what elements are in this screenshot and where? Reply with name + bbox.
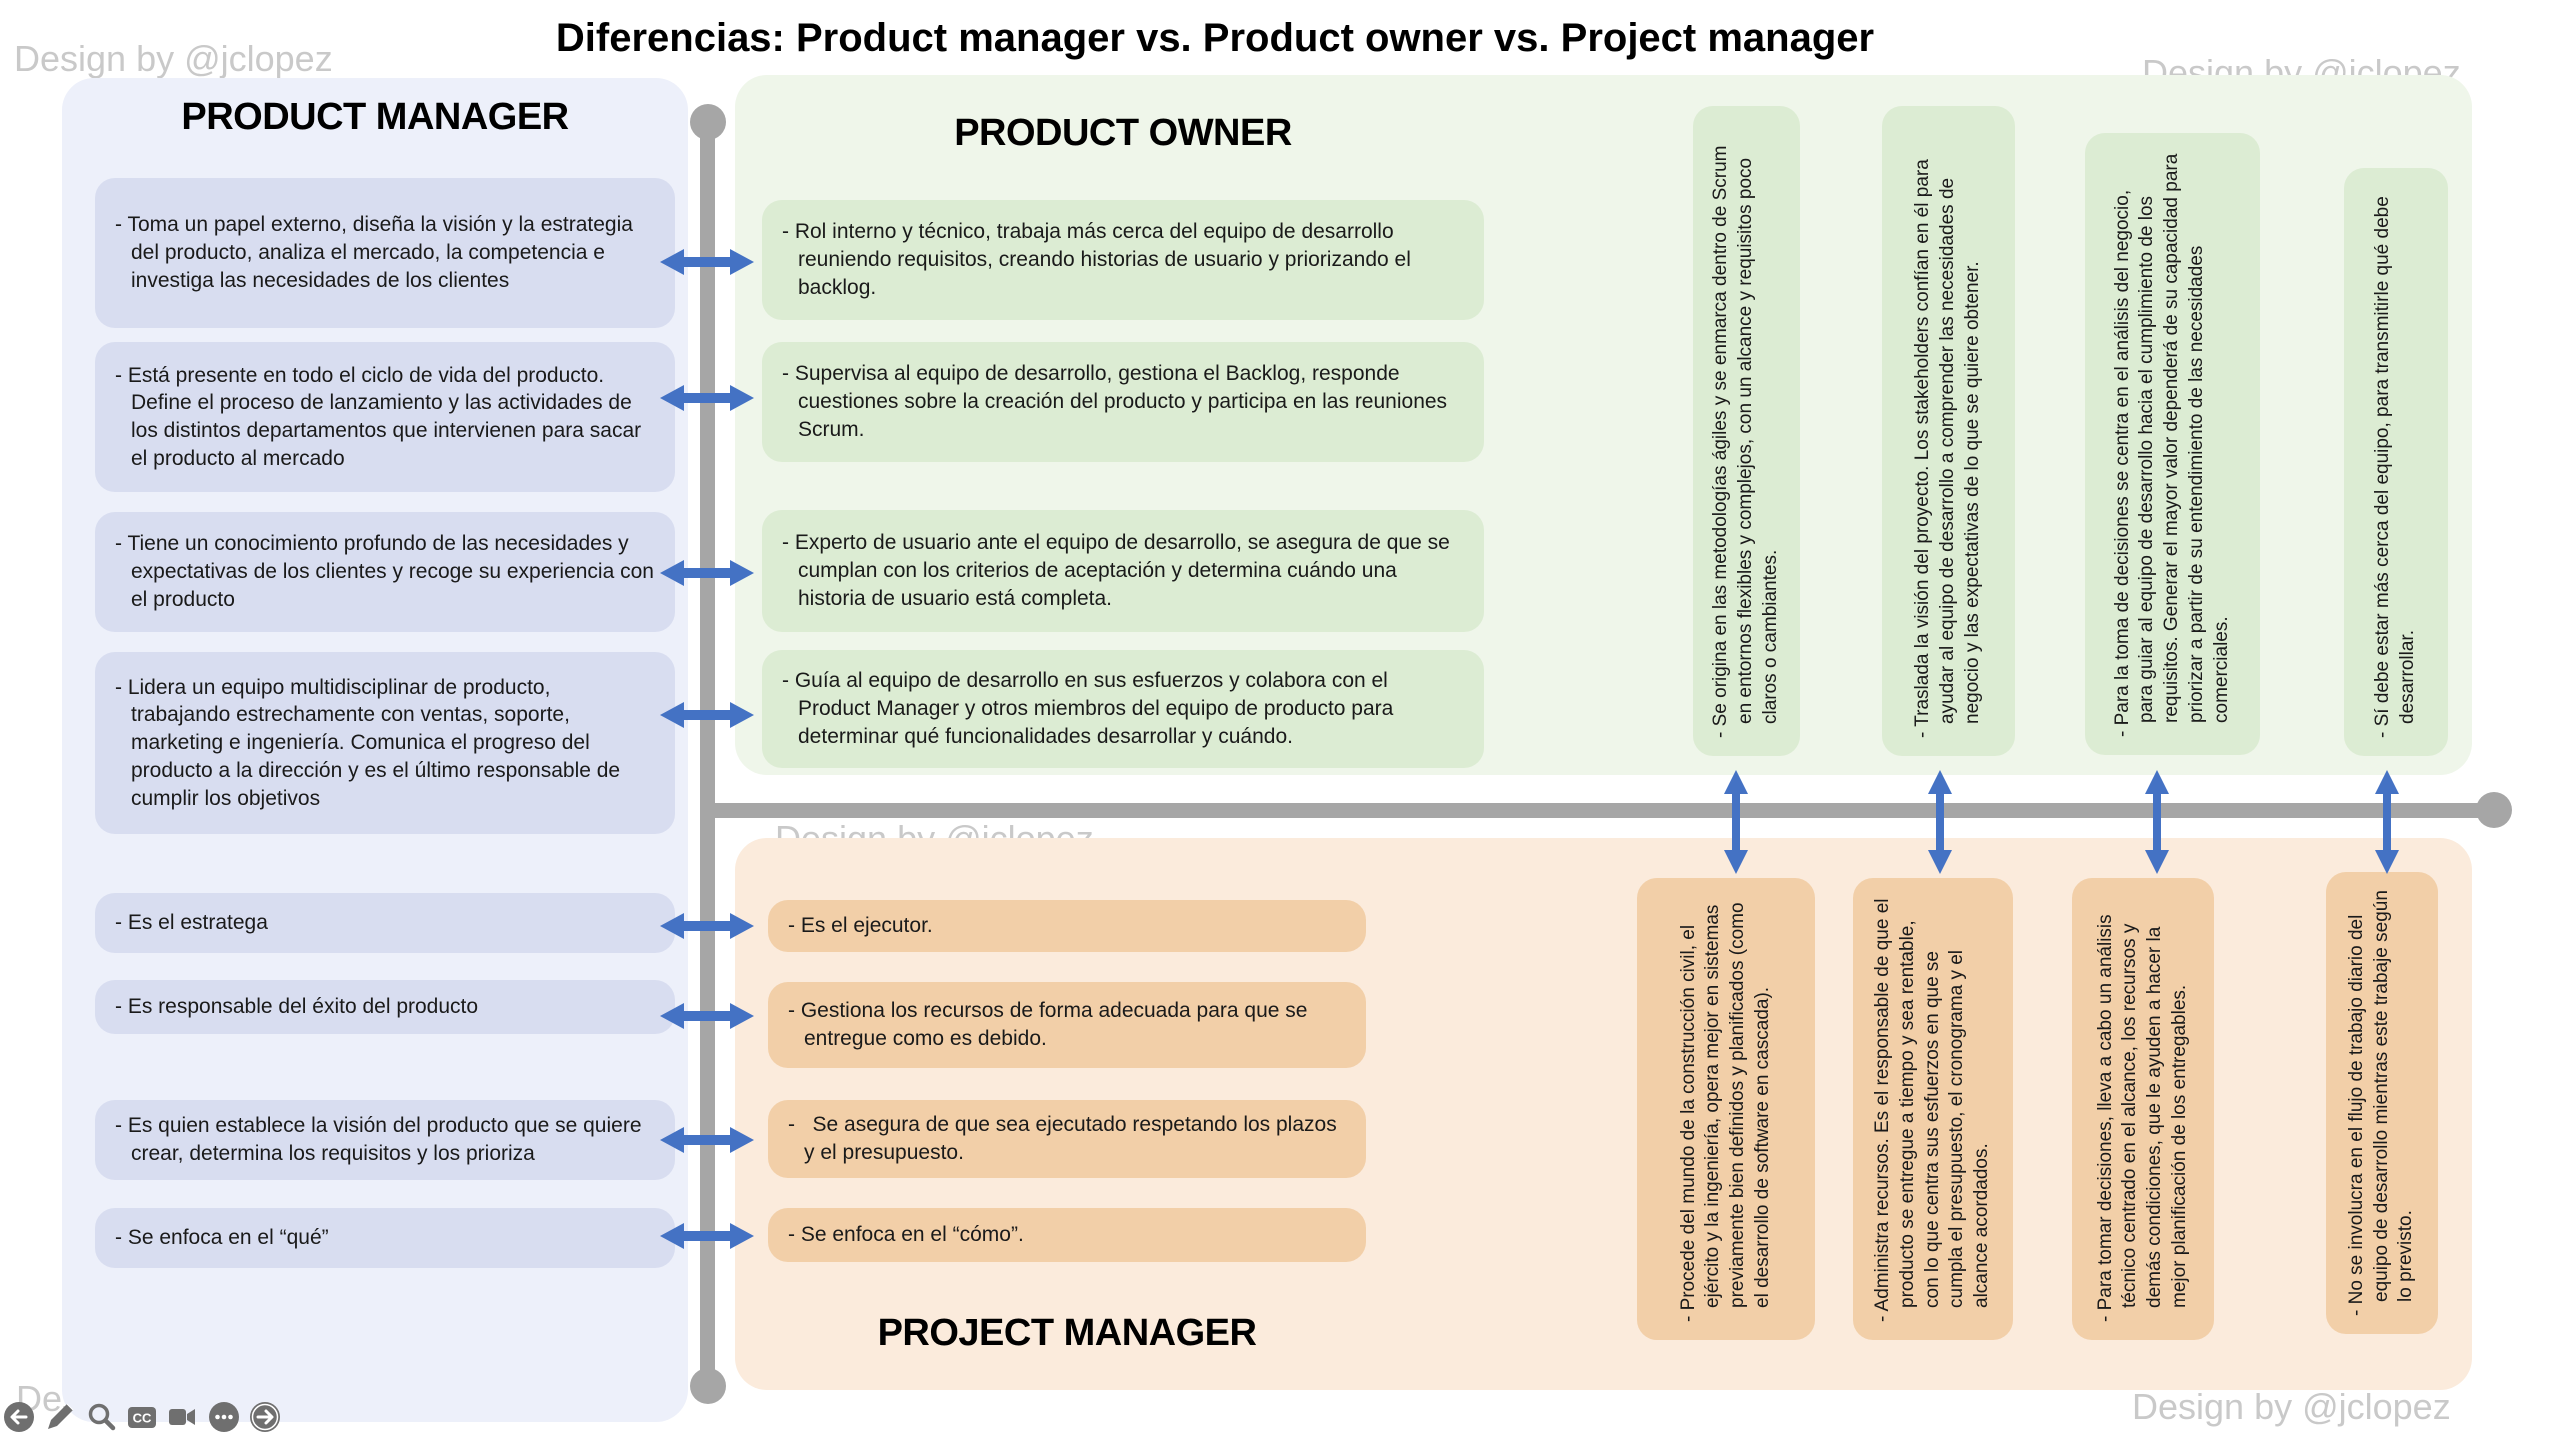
pm-item: - Lidera un equipo multidisciplinar de p…	[95, 652, 675, 834]
pjm-item-text: - Gestiona los recursos de forma adecuad…	[788, 999, 1308, 1050]
pm-item: - Se enfoca en el “qué”	[95, 1208, 675, 1268]
pm-item-text: - Lidera un equipo multidisciplinar de p…	[115, 675, 621, 810]
viewer-toolbar: CC	[2, 1400, 282, 1434]
pjm-column: - Administra recursos. Es el responsable…	[1853, 878, 2013, 1340]
double-arrow-icon	[2375, 770, 2399, 874]
po-column: - Sí debe estar más cerca del equipo, pa…	[2344, 168, 2448, 756]
horizontal-divider-line	[707, 803, 2493, 818]
po-item: - Rol interno y técnico, trabaja más cer…	[762, 200, 1484, 320]
vertical-divider-line	[700, 120, 715, 1388]
po-column-text: - Traslada la visión del proyecto. Los s…	[1912, 159, 1983, 738]
po-item-text: - Experto de usuario ante el equipo de d…	[782, 531, 1450, 610]
pm-item-text: - Tiene un conocimiento profundo de las …	[115, 532, 654, 611]
po-item-text: - Supervisa al equipo de desarrollo, ges…	[782, 362, 1448, 441]
double-arrow-icon	[660, 1003, 754, 1029]
divider-top-dot	[690, 104, 726, 140]
divider-bottom-dot	[690, 1368, 726, 1404]
po-item-text: - Guía al equipo de desarrollo en sus es…	[782, 669, 1394, 748]
search-icon[interactable]	[84, 1400, 118, 1434]
po-column-text: - Sí debe estar más cerca del equipo, pa…	[2372, 196, 2418, 738]
product-owner-title: PRODUCT OWNER	[954, 112, 1292, 154]
double-arrow-icon	[660, 249, 754, 275]
watermark: Design by @jclopez	[14, 38, 333, 79]
closed-captions-icon[interactable]: CC	[125, 1400, 159, 1434]
pm-item-text: - Es responsable del éxito del producto	[115, 995, 479, 1019]
double-arrow-icon	[660, 1127, 754, 1153]
po-item: - Experto de usuario ante el equipo de d…	[762, 510, 1484, 632]
po-column: - Traslada la visión del proyecto. Los s…	[1882, 106, 2015, 756]
pjm-column-text: - Para tomar decisiones, lleva a cabo un…	[2094, 914, 2190, 1322]
pjm-column: - Para tomar decisiones, lleva a cabo un…	[2072, 878, 2214, 1340]
svg-text:CC: CC	[133, 1411, 152, 1426]
pm-item-text: - Es el estratega	[115, 911, 268, 935]
double-arrow-icon	[1928, 770, 1952, 874]
pjm-item-text: - Se enfoca en el “cómo”.	[788, 1223, 1024, 1247]
pjm-column: - Procede del mundo de la construcción c…	[1637, 878, 1815, 1340]
pm-item-text: - Toma un papel externo, diseña la visió…	[115, 213, 633, 292]
back-icon[interactable]	[2, 1400, 36, 1434]
double-arrow-icon	[1724, 770, 1748, 874]
pm-item-text: - Es quien establece la visión del produ…	[115, 1114, 642, 1165]
pjm-item: - Es el ejecutor.	[768, 900, 1366, 952]
pm-item: - Tiene un conocimiento profundo de las …	[95, 512, 675, 632]
divider-right-dot	[2476, 792, 2512, 828]
double-arrow-icon	[660, 560, 754, 586]
pm-item: - Toma un papel externo, diseña la visió…	[95, 178, 675, 328]
po-item: - Guía al equipo de desarrollo en sus es…	[762, 650, 1484, 768]
double-arrow-icon	[660, 1223, 754, 1249]
pjm-item: - Se enfoca en el “cómo”.	[768, 1208, 1366, 1262]
po-item: - Supervisa al equipo de desarrollo, ges…	[762, 342, 1484, 462]
pm-item: - Es quien establece la visión del produ…	[95, 1100, 675, 1180]
pjm-column-text: - Administra recursos. Es el responsable…	[1872, 898, 1993, 1323]
next-icon[interactable]	[248, 1400, 282, 1434]
double-arrow-icon	[2145, 770, 2169, 874]
product-manager-title: PRODUCT MANAGER	[181, 96, 569, 138]
pjm-column: - No se involucra en el flujo de trabajo…	[2326, 872, 2438, 1334]
watermark: Design by @jclopez	[2132, 1386, 2451, 1427]
po-item-text: - Rol interno y técnico, trabaja más cer…	[782, 220, 1411, 299]
pm-item: - Es responsable del éxito del producto	[95, 980, 675, 1034]
po-column-text: - Para la toma de decisiones se centra e…	[2111, 153, 2232, 737]
pjm-item: - Gestiona los recursos de forma adecuad…	[768, 982, 1366, 1068]
po-column: - Para la toma de decisiones se centra e…	[2085, 133, 2260, 755]
pjm-item-text: - Es el ejecutor.	[788, 914, 933, 938]
pjm-item: - Se asegura de que sea ejecutado respet…	[768, 1100, 1366, 1178]
double-arrow-icon	[660, 913, 754, 939]
po-column: - Se origina en las metodologías ágiles …	[1693, 106, 1800, 756]
video-camera-icon[interactable]	[166, 1400, 200, 1434]
page-title: Diferencias: Product manager vs. Product…	[555, 16, 1875, 60]
pjm-column-text: - No se involucra en el flujo de trabajo…	[2345, 890, 2417, 1316]
po-column-text: - Se origina en las metodologías ágiles …	[1710, 145, 1781, 738]
double-arrow-icon	[660, 385, 754, 411]
pjm-column-text: - Procede del mundo de la construcción c…	[1677, 902, 1773, 1322]
double-arrow-icon	[660, 702, 754, 728]
pencil-icon[interactable]	[43, 1400, 77, 1434]
pjm-item-text: - Se asegura de que sea ejecutado respet…	[788, 1113, 1337, 1164]
project-manager-title: PROJECT MANAGER	[877, 1312, 1257, 1354]
pm-item-text: - Se enfoca en el “qué”	[115, 1226, 329, 1250]
pm-item: - Es el estratega	[95, 893, 675, 953]
more-icon[interactable]	[207, 1400, 241, 1434]
pm-item: - Está presente en todo el ciclo de vida…	[95, 342, 675, 492]
pm-item-text: - Está presente en todo el ciclo de vida…	[115, 363, 642, 470]
